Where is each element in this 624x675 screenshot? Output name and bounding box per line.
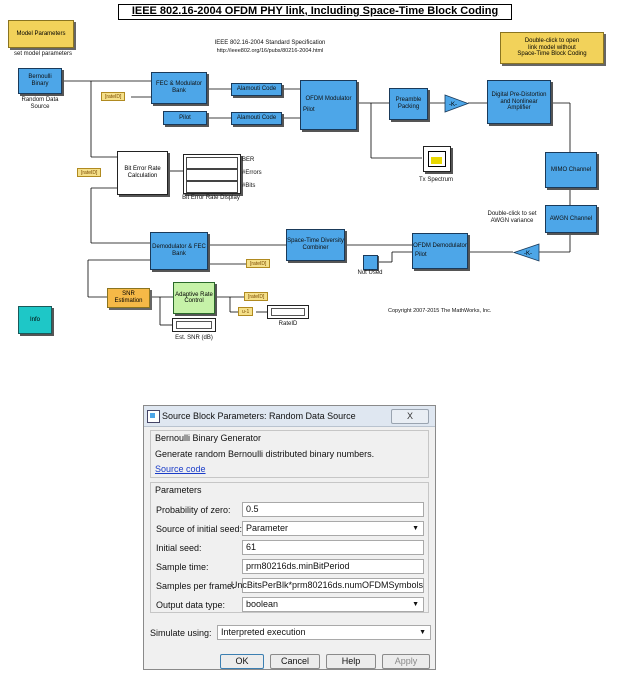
copyright-note: Copyright 2007-2015 The MathWorks, Inc. — [388, 308, 492, 314]
initial-seed-label: Initial seed: — [156, 543, 202, 553]
tx-gain-label: -K- — [449, 102, 457, 108]
probability-of-zero-input[interactable]: 0.5 — [242, 502, 424, 517]
sample-time-input[interactable]: prm80216ds.minBitPeriod — [242, 559, 424, 574]
rateid-display[interactable] — [267, 305, 309, 319]
output-data-type-label: Output data type: — [156, 600, 226, 610]
predistortion-amplifier-block[interactable]: Digital Pre-Distortion and Nonlinear Amp… — [487, 80, 551, 124]
not-used-terminator[interactable] — [363, 255, 378, 270]
est-snr-caption: Est. SNR (dB) — [175, 335, 213, 341]
cancel-button[interactable]: Cancel — [270, 654, 320, 669]
rx-gain-block[interactable]: -K- — [512, 243, 540, 262]
chevron-down-icon: ▼ — [412, 525, 419, 532]
ber-display-caption-1: Bit Error Rate Display — [182, 195, 240, 201]
annotation-line-2: link model without — [528, 44, 576, 51]
ok-button[interactable]: OK — [220, 654, 264, 669]
help-button[interactable]: Help — [326, 654, 376, 669]
errors-port-label: #Errors — [242, 170, 262, 176]
tx-gain-block[interactable]: -K- — [444, 94, 470, 113]
parameters-heading: Parameters — [155, 485, 202, 495]
ber-port-label: BER — [242, 157, 255, 163]
probability-of-zero-label: Probability of zero: — [156, 505, 231, 515]
seed-source-value: Parameter — [246, 523, 289, 533]
preamble-packing-block[interactable]: Preamble Packing — [389, 88, 428, 120]
snr-estimation-block[interactable]: SNR Estimation — [107, 288, 150, 308]
source-block-parameters-dialog[interactable]: Source Block Parameters: Random Data Sou… — [143, 405, 436, 670]
awgn-note-2: AWGN variance — [490, 218, 534, 224]
alamouti-code-block-2[interactable]: Alamouti Code — [231, 112, 282, 125]
model-parameters-block[interactable]: Model Parameters — [8, 20, 74, 48]
chevron-down-icon: ▼ — [419, 629, 426, 636]
source-code-link[interactable]: Source code — [155, 464, 206, 474]
alamouti-code-block-1[interactable]: Alamouti Code — [231, 83, 282, 96]
tx-spectrum-caption: Tx Spectrum — [418, 177, 453, 183]
seed-source-label: Source of initial seed: — [156, 524, 243, 534]
set-model-parameters-label: set model parameters — [13, 51, 73, 57]
dialog-titlebar[interactable]: Source Block Parameters: Random Data Sou… — [144, 406, 435, 427]
model-title: IEEE 802.16-2004 OFDM PHY link, Includin… — [118, 4, 512, 20]
parameters-group: Parameters — [150, 482, 429, 613]
ofdm-demodulator-label: OFDM Demodulator — [413, 243, 467, 250]
pilot-block[interactable]: Pilot — [163, 111, 207, 125]
apply-button[interactable]: Apply — [382, 654, 430, 669]
samples-per-frame-label: Samples per frame: — [156, 581, 235, 591]
bernoulli-binary-block[interactable]: Bernoulli Binary — [18, 68, 62, 94]
block-description: Generate random Bernoulli distributed bi… — [155, 449, 375, 459]
simulink-model-canvas[interactable]: IEEE 802.16-2004 OFDM PHY link, Includin… — [0, 0, 624, 350]
ofdm-modulator-block[interactable]: OFDM Modulator Pilot — [300, 80, 357, 130]
annotation-line-3: Space-Time Block Coding — [517, 51, 587, 58]
space-time-diversity-combiner-block[interactable]: Space-Time Diversity Combiner — [286, 229, 345, 261]
simulate-using-select[interactable]: Interpreted execution ▼ — [217, 625, 431, 640]
rateid-caption: RateID — [278, 321, 298, 327]
info-block[interactable]: Info — [18, 306, 52, 334]
rate-id-goto-tag-2[interactable]: [rateID] — [246, 259, 271, 268]
mimo-channel-block[interactable]: MIMO Channel — [545, 152, 597, 188]
rate-id-goto-tag-1[interactable]: [rateID] — [101, 92, 126, 101]
demodulator-fec-bank-block[interactable]: Demodulator & FEC Bank — [150, 232, 208, 270]
output-data-type-select[interactable]: boolean ▼ — [242, 597, 424, 612]
ofdm-demodulator-pilot-port: Pilot — [415, 252, 427, 258]
initial-seed-input[interactable]: 61 — [242, 540, 424, 555]
est-snr-display[interactable] — [172, 318, 216, 332]
spec-link[interactable]: http://ieee802.org/16/pubs/80216-2004.ht… — [216, 48, 324, 54]
ofdm-demodulator-block[interactable]: OFDM Demodulator Pilot — [412, 233, 468, 269]
bits-port-label: #Bits — [242, 183, 256, 189]
ofdm-modulator-pilot-port: Pilot — [303, 107, 315, 113]
signal-lines — [64, 80, 571, 326]
fec-modulator-bank-block[interactable]: FEC & Modulator Bank — [151, 72, 207, 104]
simulate-using-label: Simulate using: — [150, 628, 212, 638]
unit-delay-block[interactable]: u-1 — [238, 307, 254, 316]
ofdm-modulator-label: OFDM Modulator — [305, 96, 352, 103]
block-description-group: Bernoulli Binary Generator Generate rand… — [150, 430, 429, 478]
not-used-caption: Not Used — [357, 270, 383, 276]
block-name: Bernoulli Binary Generator — [155, 433, 262, 443]
adaptive-rate-control-block[interactable]: Adaptive Rate Control — [173, 282, 215, 314]
spec-line-1: IEEE 802.16-2004 Standard Specification — [214, 40, 326, 46]
dialog-title: Source Block Parameters: Random Data Sou… — [162, 411, 356, 421]
close-button[interactable]: X — [391, 409, 429, 424]
annotation-line-1: Double-click to open — [524, 37, 580, 44]
rate-id-from-tag[interactable]: [rateID] — [244, 292, 269, 301]
chevron-down-icon: ▼ — [412, 601, 419, 608]
scope-screen — [428, 151, 446, 167]
random-data-source-caption-1: Random Data — [21, 97, 59, 103]
random-data-source-caption-2: Source — [30, 104, 50, 110]
awgn-channel-block[interactable]: AWGN Channel — [545, 205, 597, 233]
output-data-type-value: boolean — [246, 599, 279, 609]
open-model-without-stbc-block[interactable]: Double-click to open link model without … — [500, 32, 604, 64]
awgn-note-1: Double-click to set — [487, 211, 537, 217]
ber-display-block[interactable] — [183, 154, 241, 194]
seed-source-select[interactable]: Parameter ▼ — [242, 521, 424, 536]
simulate-using-value: Interpreted execution — [221, 627, 306, 637]
bit-error-rate-calculation-block[interactable]: Bit Error Rate Calculation — [117, 151, 168, 195]
tx-spectrum-scope[interactable] — [423, 146, 451, 172]
rate-id-goto-tag-3[interactable]: [rateID] — [77, 168, 102, 177]
rx-gain-label: -K- — [524, 251, 532, 257]
simulink-block-icon — [147, 410, 160, 423]
sample-time-label: Sample time: — [156, 562, 209, 572]
samples-per-frame-input[interactable]: UncBitsPerBlk*prm80216ds.numOFDMSymbols — [231, 578, 424, 593]
